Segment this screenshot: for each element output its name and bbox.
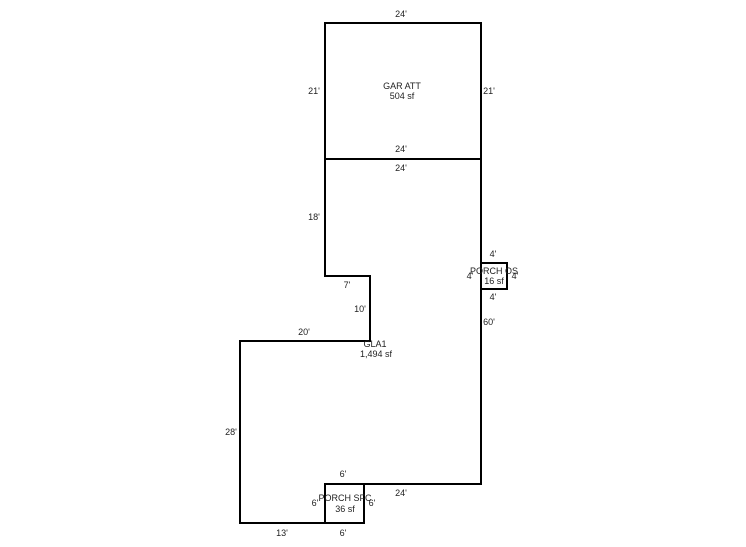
gla-step-h-dim: 7' xyxy=(344,280,351,290)
gla-outline-right xyxy=(364,159,482,485)
gla-left-upper-dim: 18' xyxy=(308,212,320,222)
porch-os-bottom-dim: 4' xyxy=(490,292,497,302)
porch-sfc-area: 36 sf xyxy=(335,504,355,514)
porch-sfc-top-dim: 6' xyxy=(340,469,347,479)
porch-sfc-bottom-dim: 6' xyxy=(340,528,347,538)
gla-left-lower-dim: 28' xyxy=(225,427,237,437)
gla-area: 1,494 sf xyxy=(360,349,393,359)
garage-left-dim: 21' xyxy=(308,86,320,96)
porch-sfc-name: PORCH SFC xyxy=(318,493,372,503)
porch-sfc-right-dim: 6' xyxy=(369,498,376,508)
porch-os-name: PORCH OS xyxy=(470,266,518,276)
garage-right-dim: 21' xyxy=(483,86,495,96)
garage-top-dim: 24' xyxy=(395,9,407,19)
porch-os-outline xyxy=(480,262,508,290)
gla-top-dim: 24' xyxy=(395,163,407,173)
porch-os-left-dim: 4' xyxy=(467,271,474,281)
gla-outline-left xyxy=(239,159,371,524)
garage-area: 504 sf xyxy=(390,91,415,101)
porch-sfc-left-dim: 6' xyxy=(312,498,319,508)
porch-sfc-outline xyxy=(324,483,365,524)
porch-os-right-dim: 4' xyxy=(512,271,519,281)
garage-bottom-dim: 24' xyxy=(395,144,407,154)
garage-outline xyxy=(324,22,482,160)
gla-step-v-dim: 10' xyxy=(354,304,366,314)
gla-bottom-left-dim: 13' xyxy=(276,528,288,538)
gla-bottom-right-dim: 24' xyxy=(395,488,407,498)
porch-os-top-dim: 4' xyxy=(490,249,497,259)
gla-mid-top-dim: 20' xyxy=(298,327,310,337)
porch-os-area: 16 sf xyxy=(484,276,504,286)
gla-name: GLA1 xyxy=(363,339,386,349)
gla-right-dim: 60' xyxy=(483,317,495,327)
garage-name: GAR ATT xyxy=(383,81,421,91)
